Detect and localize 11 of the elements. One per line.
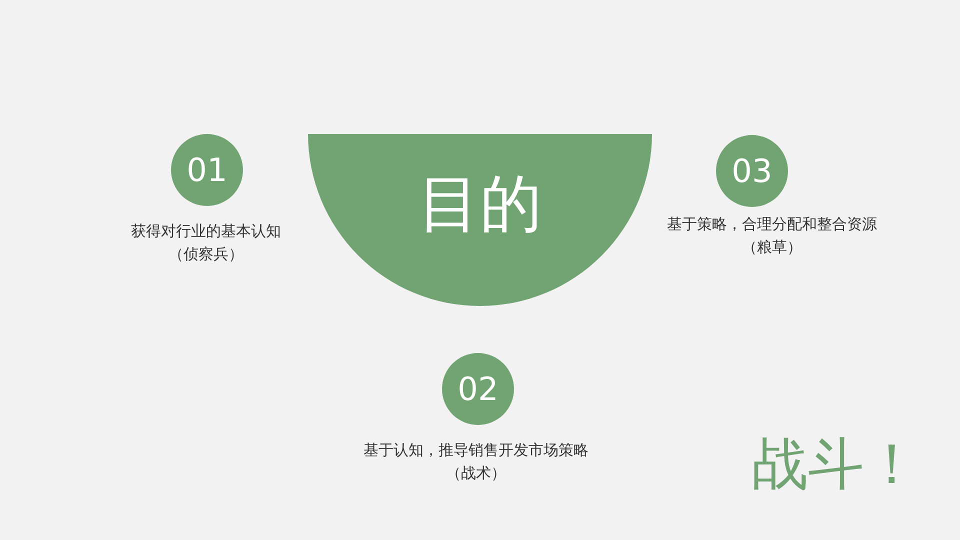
slogan-text: 战斗！ — [752, 431, 920, 499]
number-circle: 01 — [171, 134, 243, 206]
note-text: （粮草） — [741, 237, 803, 258]
number-circle: 03 — [716, 135, 788, 207]
note-text: （侦察兵） — [168, 244, 244, 265]
number-circle: 02 — [442, 353, 514, 425]
note-text: （战术） — [445, 463, 507, 484]
description-text: 基于认知，推导销售开发市场策略 — [362, 440, 590, 461]
description-text: 获得对行业的基本认知 — [130, 221, 282, 242]
description-text: 基于策略，合理分配和整合资源 — [666, 214, 878, 235]
heading-text: 目的 — [417, 166, 543, 242]
